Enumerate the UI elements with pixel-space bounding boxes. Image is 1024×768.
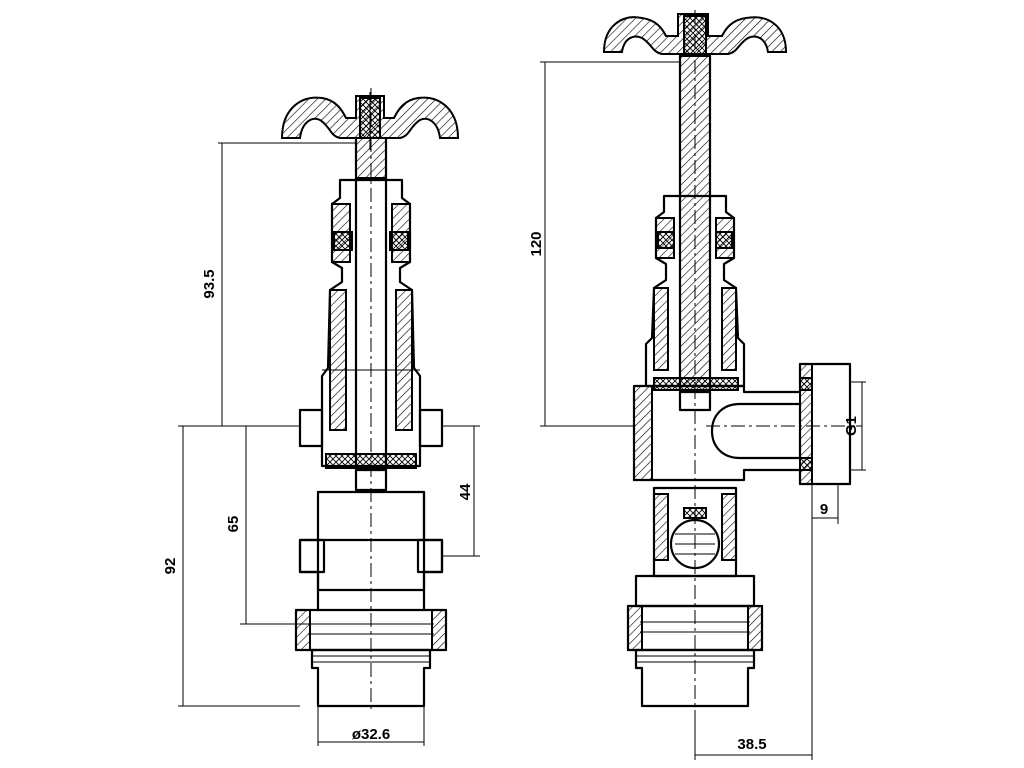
side-body bbox=[626, 362, 862, 708]
dimension-38-5: 38.5 bbox=[694, 484, 813, 760]
dimension-g1-label: G1 bbox=[843, 416, 860, 436]
dimension-65: 65 bbox=[225, 425, 312, 625]
front-view: 93.5 65 92 44 ø32.6 bbox=[162, 88, 480, 746]
dimension-g1: G1 bbox=[843, 381, 866, 471]
dimension-44-label: 44 bbox=[457, 483, 474, 500]
side-bonnet bbox=[644, 194, 746, 412]
dimension-9-label: 9 bbox=[820, 501, 828, 518]
dimension-9: 9 bbox=[811, 484, 839, 524]
dimension-32-6-label: ø32.6 bbox=[352, 726, 390, 743]
dimension-44: 44 bbox=[442, 425, 480, 557]
side-handwheel bbox=[602, 13, 788, 57]
front-stem bbox=[354, 136, 388, 472]
dimension-120-label: 120 bbox=[528, 231, 545, 256]
dimension-92-label: 92 bbox=[162, 558, 179, 575]
dimension-92: 92 bbox=[162, 425, 300, 707]
dimension-93-5: 93.5 bbox=[201, 142, 356, 427]
dimension-65-label: 65 bbox=[225, 516, 242, 533]
front-handwheel bbox=[280, 92, 460, 150]
dimension-38-5-label: 38.5 bbox=[737, 736, 766, 753]
dimension-93-5-label: 93.5 bbox=[201, 269, 218, 298]
side-view: 120 G1 9 38.5 bbox=[528, 10, 866, 760]
dimension-32-6: ø32.6 bbox=[317, 706, 425, 746]
dimension-120: 120 bbox=[528, 61, 680, 427]
